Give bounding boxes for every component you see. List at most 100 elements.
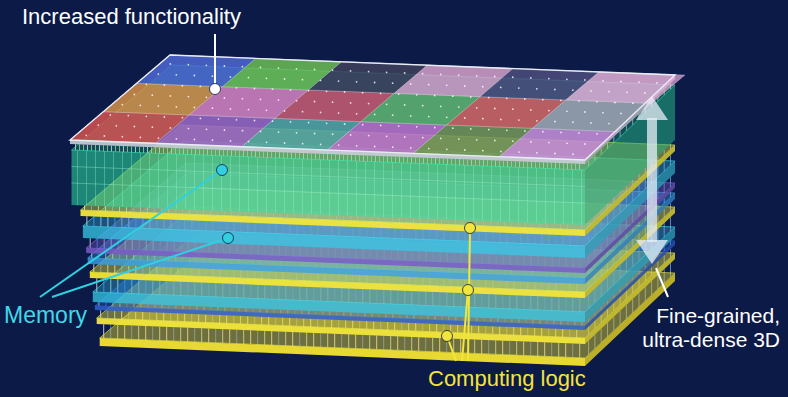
- leader-line: [656, 268, 668, 297]
- contact-dot: [205, 64, 207, 66]
- contact-dot: [608, 123, 610, 125]
- memory-grid: [302, 159, 303, 214]
- contact-dot: [494, 76, 496, 78]
- contact-dot: [266, 109, 268, 111]
- contact-dot: [416, 126, 418, 128]
- contact-dot: [278, 67, 280, 69]
- contact-dot: [332, 69, 334, 71]
- memory-grid: [194, 155, 195, 210]
- contact-dot: [476, 75, 478, 77]
- contact-dot: [422, 137, 424, 139]
- contact-dot: [452, 95, 454, 97]
- contact-dot: [308, 90, 310, 92]
- contact-dot: [254, 120, 256, 122]
- memory-grid: [374, 162, 375, 217]
- contact-dot: [332, 133, 334, 135]
- contact-dot: [320, 112, 322, 114]
- contact-dot: [200, 118, 202, 120]
- contact-dot: [296, 100, 298, 102]
- contact-dot: [314, 101, 316, 103]
- contact-dot: [284, 142, 286, 144]
- memory-grid: [329, 160, 330, 215]
- contact-dot: [163, 116, 165, 118]
- memory-grid: [131, 152, 132, 207]
- contact-dot: [494, 108, 496, 110]
- contact-dot: [260, 131, 262, 133]
- memory-grid: [383, 162, 384, 217]
- contact-dot: [344, 91, 346, 93]
- contact-dot: [248, 109, 250, 111]
- memory-grid: [401, 163, 402, 218]
- contact-dot: [332, 101, 334, 103]
- contact-dot: [194, 107, 196, 109]
- leader-dot: [465, 223, 476, 234]
- memory-grid: [122, 152, 123, 207]
- contact-dot: [404, 72, 406, 74]
- contact-dot: [512, 76, 514, 78]
- contact-dot: [121, 104, 123, 106]
- contact-dot: [470, 96, 472, 98]
- memory-grid: [482, 166, 483, 221]
- contact-dot: [374, 82, 376, 84]
- memory-grid: [257, 157, 258, 212]
- memory-grid: [428, 164, 429, 219]
- contact-dot: [350, 102, 352, 104]
- contact-dot: [260, 67, 262, 69]
- contact-dot: [488, 129, 490, 131]
- leader-line: [40, 170, 222, 297]
- function-outline: [70, 55, 675, 160]
- contact-dot: [452, 127, 454, 129]
- memory-grid: [545, 168, 546, 223]
- contact-dot: [566, 78, 568, 80]
- contact-dot: [344, 123, 346, 125]
- contact-dot: [536, 152, 538, 154]
- contact-dot: [458, 138, 460, 140]
- layer-front: [100, 338, 585, 366]
- contact-dot: [356, 113, 358, 115]
- leader-dot: [217, 165, 228, 176]
- contact-dot: [548, 78, 550, 80]
- leader-dot: [210, 84, 221, 95]
- contact-dot: [524, 98, 526, 100]
- contact-dot: [410, 83, 412, 85]
- contact-dot: [584, 111, 586, 113]
- memory-grid: [104, 151, 105, 206]
- contact-dot: [97, 124, 99, 126]
- contact-dot: [434, 95, 436, 97]
- contact-dot: [572, 89, 574, 91]
- contact-dot: [212, 139, 214, 141]
- contact-dot: [224, 129, 226, 131]
- memory-grid: [338, 160, 339, 215]
- leader-line: [462, 290, 468, 361]
- contact-dot: [560, 100, 562, 102]
- memory-grid: [284, 158, 285, 213]
- contact-dot: [434, 127, 436, 129]
- height-arrow: [636, 96, 668, 264]
- contact-dot: [542, 131, 544, 133]
- contact-dot: [320, 144, 322, 146]
- contact-dot: [139, 105, 141, 107]
- contact-dot: [458, 74, 460, 76]
- contact-dot: [230, 140, 232, 142]
- contact-dot: [548, 110, 550, 112]
- contact-dot: [404, 136, 406, 138]
- contact-dot: [121, 136, 123, 138]
- contact-dot: [440, 138, 442, 140]
- contact-dot: [596, 133, 598, 135]
- contact-dot: [506, 129, 508, 131]
- contact-dot: [302, 143, 304, 145]
- contact-dot: [368, 135, 370, 137]
- contact-dot: [578, 100, 580, 102]
- memory-grid: [500, 167, 501, 222]
- contact-dot: [163, 84, 165, 86]
- function-tile: [533, 100, 652, 132]
- function-tiles: [70, 55, 685, 160]
- contact-dot: [602, 112, 604, 114]
- contact-dot: [554, 153, 556, 155]
- memory-grid: [221, 156, 222, 211]
- contact-dot: [572, 121, 574, 123]
- memory-grid: [572, 170, 573, 225]
- contact-dot: [254, 88, 256, 90]
- memory-grid: [248, 157, 249, 212]
- memory-grid: [311, 159, 312, 214]
